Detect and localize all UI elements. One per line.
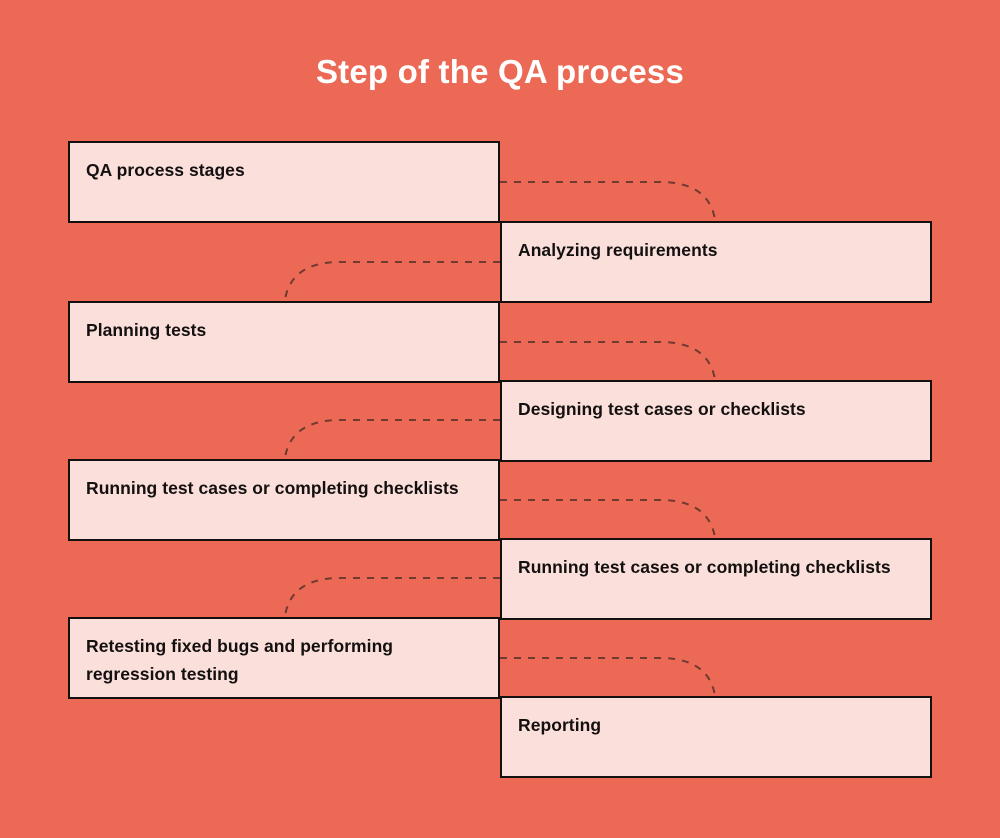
step-box-qa-process-stages[interactable]: QA process stages xyxy=(68,141,500,223)
step-box-running-test-cases-2[interactable]: Running test cases or completing checkli… xyxy=(500,538,932,620)
step-box-designing-test-cases[interactable]: Designing test cases or checklists xyxy=(500,380,932,462)
step-label: Reporting xyxy=(518,715,602,735)
step-box-analyzing-requirements[interactable]: Analyzing requirements xyxy=(500,221,932,303)
step-box-running-test-cases[interactable]: Running test cases or completing checkli… xyxy=(68,459,500,541)
step-label: Running test cases or completing checkli… xyxy=(518,557,891,577)
step-label: QA process stages xyxy=(86,160,245,180)
step-label: Designing test cases or checklists xyxy=(518,399,806,419)
step-box-retesting-fixed-bugs[interactable]: Retesting fixed bugs and performing regr… xyxy=(68,617,500,699)
page-title: Step of the QA process xyxy=(315,53,685,90)
step-box-planning-tests[interactable]: Planning tests xyxy=(68,301,500,383)
step-label: Analyzing requirements xyxy=(518,240,718,260)
step-box-reporting[interactable]: Reporting xyxy=(500,696,932,778)
step-label: Retesting fixed bugs and performing regr… xyxy=(86,636,394,684)
step-label: Planning tests xyxy=(86,320,207,340)
step-label: Running test cases or completing checkli… xyxy=(86,478,459,498)
